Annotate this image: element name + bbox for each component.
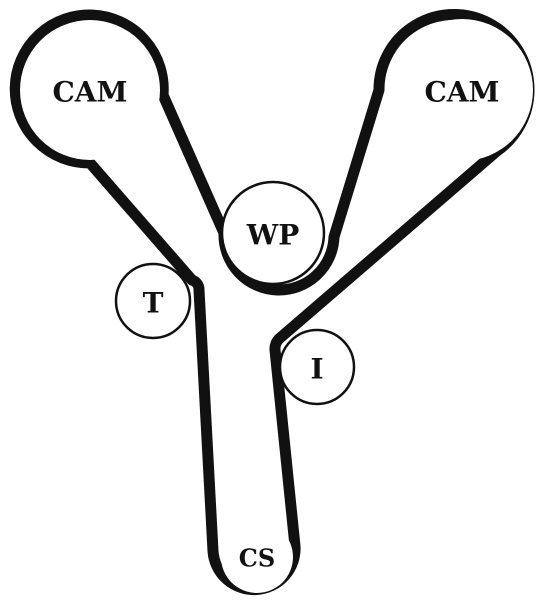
cam-left-circle bbox=[20, 20, 160, 160]
cam-right-label: CAM bbox=[424, 76, 499, 109]
tensioner-pulley: T bbox=[114, 262, 192, 340]
water-pump-label: WP bbox=[246, 219, 300, 252]
water-pump-pulley: WP bbox=[220, 180, 326, 286]
cam-right-pulley: CAM bbox=[391, 19, 533, 161]
idler-label: I bbox=[310, 353, 323, 386]
cam-right-circle bbox=[391, 19, 533, 161]
crankshaft-circle bbox=[221, 521, 293, 593]
idler-pulley: I bbox=[278, 328, 356, 406]
crankshaft-label: CS bbox=[239, 544, 275, 573]
water-pump-circle bbox=[220, 180, 326, 286]
cam-left-label: CAM bbox=[52, 76, 127, 109]
tensioner-circle bbox=[114, 262, 192, 340]
cam-left-pulley: CAM bbox=[20, 20, 160, 160]
crankshaft-pulley: CS bbox=[221, 521, 293, 593]
tensioner-label: T bbox=[143, 287, 164, 320]
idler-circle bbox=[278, 328, 356, 406]
